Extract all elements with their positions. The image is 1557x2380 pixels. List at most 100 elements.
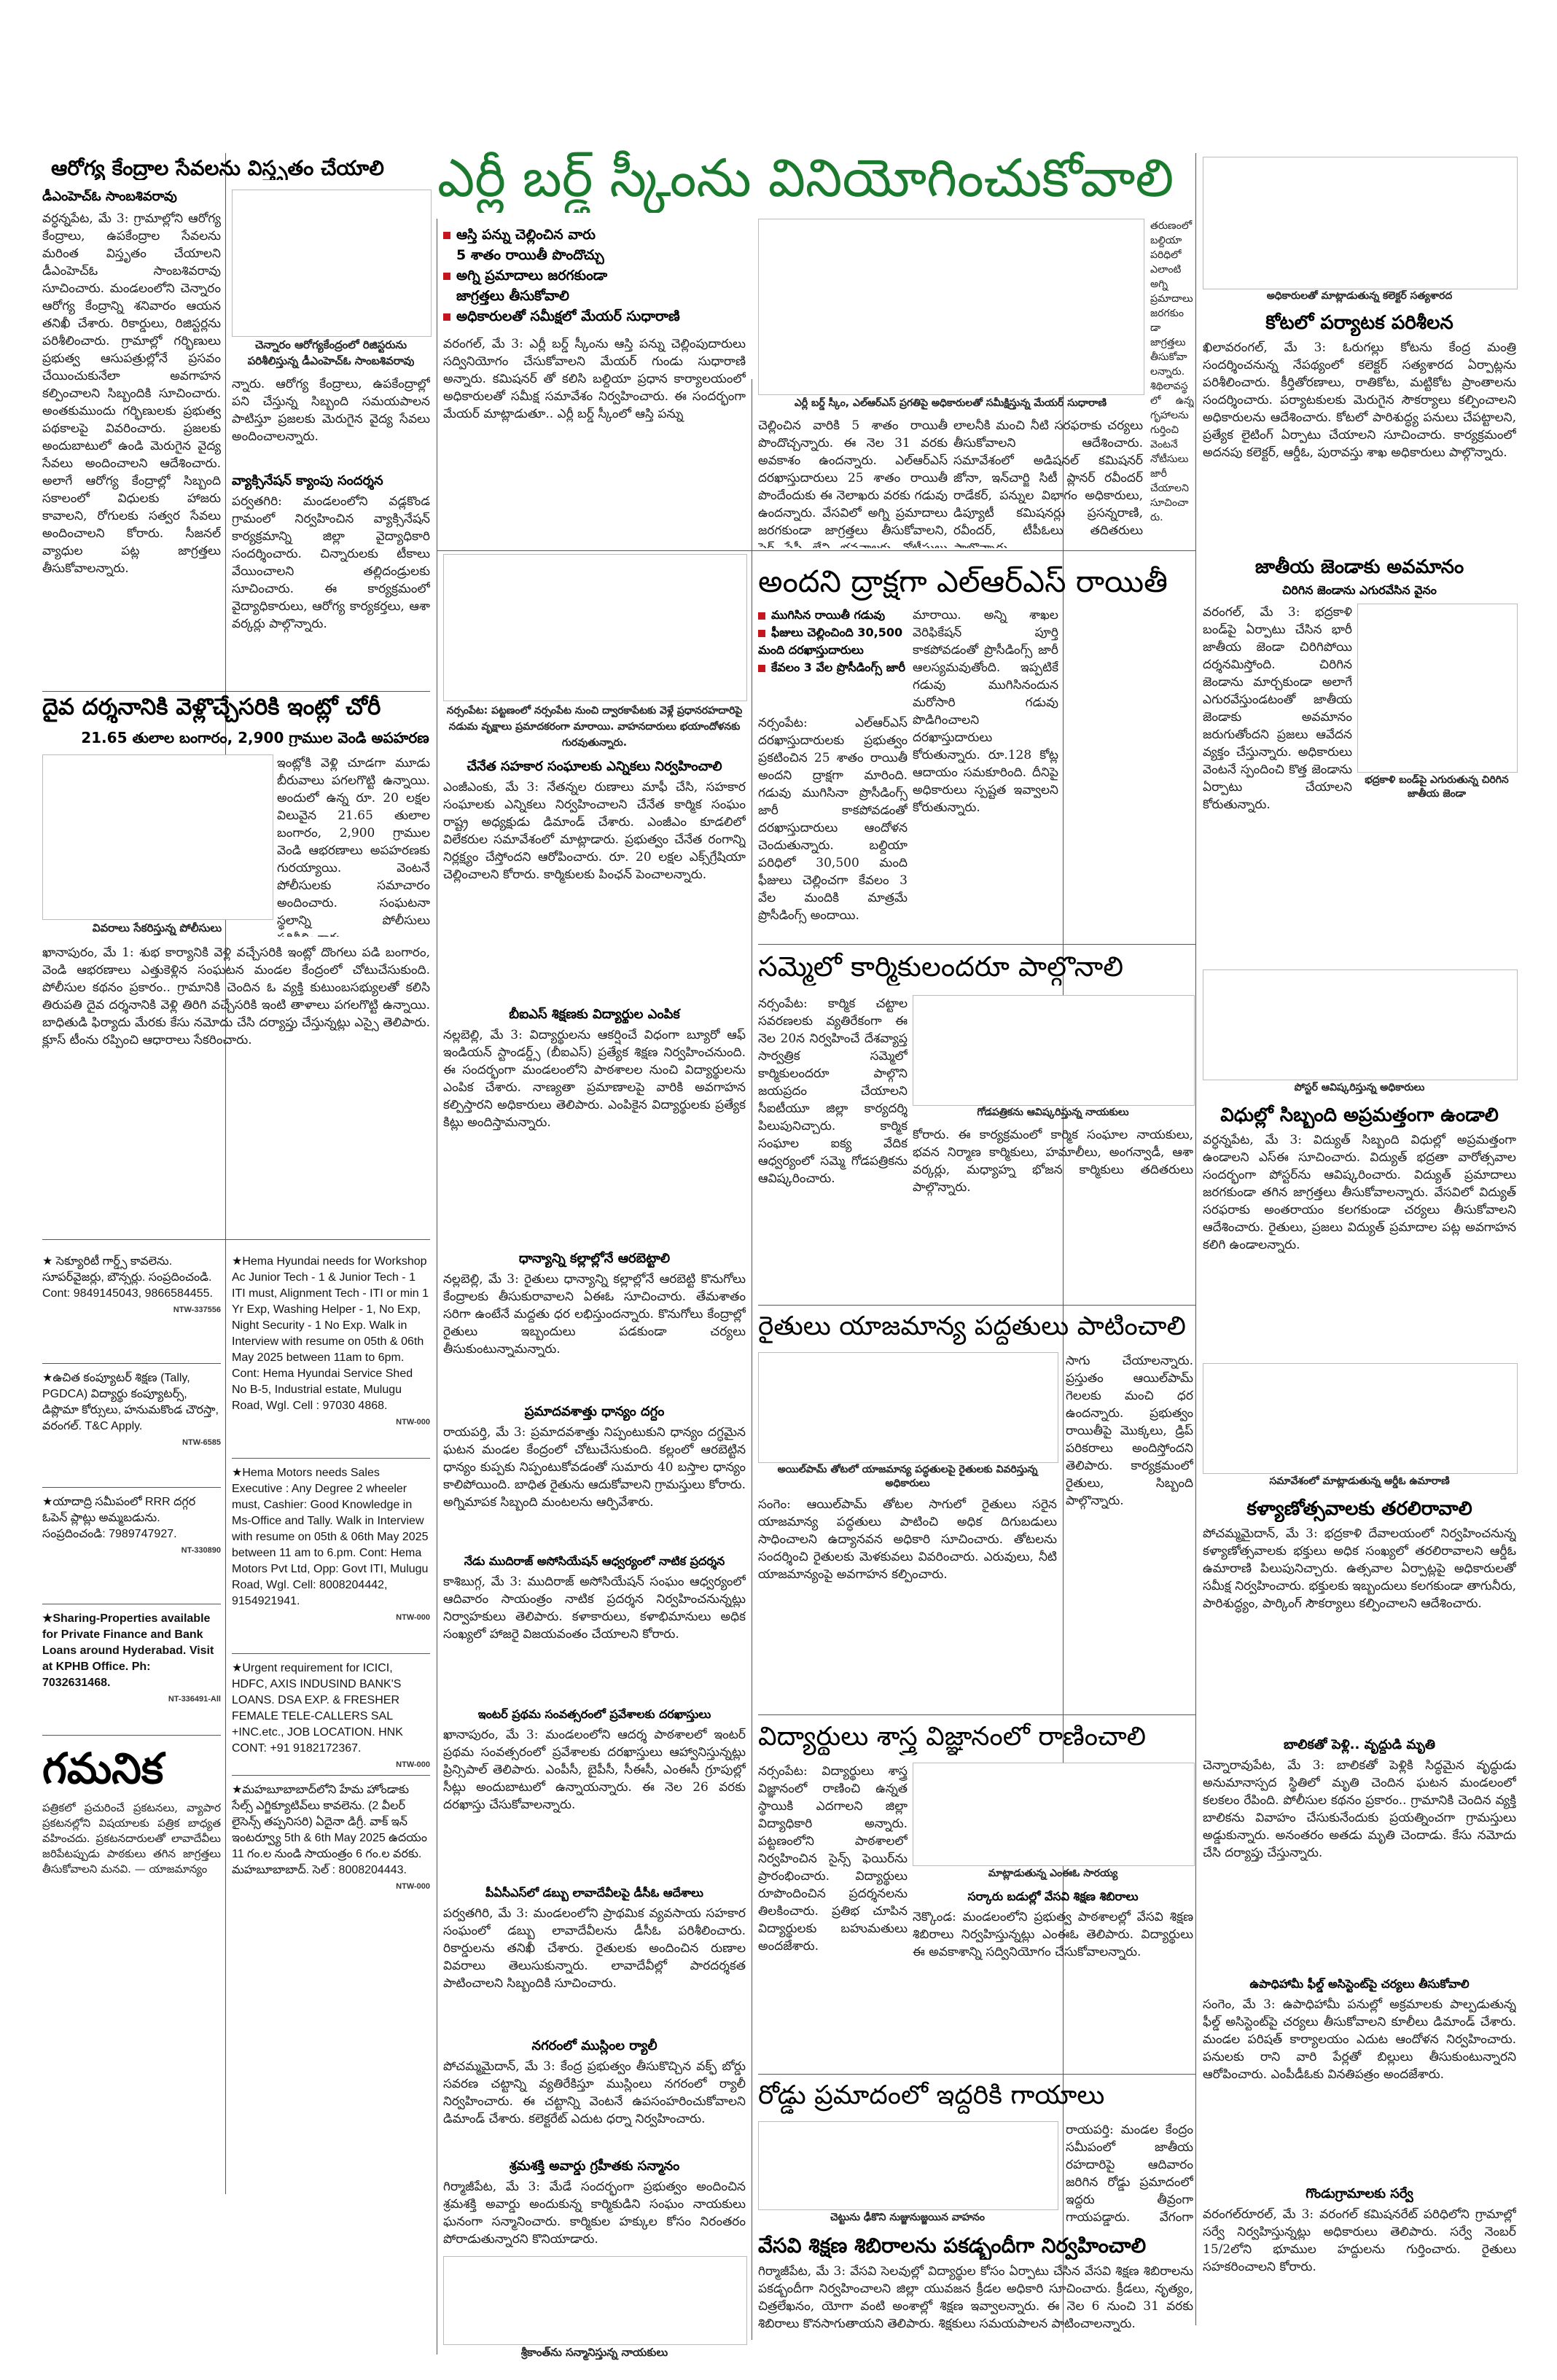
article-body: వరంగల్, మే 3: ఎర్లీ బర్డ్ స్కీంను ఆస్తి … (443, 337, 746, 421)
subhead: ధాన్యాన్ని కల్లాల్లోనే ఆరబెట్టాలి (518, 1251, 671, 1266)
ad-text: ★యాదాద్రి సమీపంలో RRR దగ్గర ఓపెన్ ప్లాట్… (42, 1496, 196, 1540)
article-body: ఇంట్లోకి వెళ్లి చూడగా మూడు బీరువాలు పగలగ… (277, 756, 430, 937)
ad-code: NTW-000 (396, 1882, 430, 1891)
subhead: ఉపాధిహామీ ఫీల్డ్ అసిస్టెంట్‌పై చర్యలు తీ… (1249, 1977, 1470, 1991)
article-body: కోరారు. ఈ కార్యక్రమంలో కార్మిక సంఘాల నాయ… (913, 1128, 1193, 1195)
photo-caption: చెట్టును ఢీకొని నుజ్జునుజ్జయిన వాహనం (830, 2212, 985, 2223)
classified-ad: ★మహబూబాబాద్‌లోని హేమ హోండాకు సేల్స్ ఎగ్జ… (232, 1782, 430, 1928)
headline: ఆరోగ్య కేంద్రాల సేవలను విస్తృతం చేయాలి (51, 157, 384, 180)
article-body: సంగెం, మే 3: ఉపాధిహామీ పనుల్లో అక్రమాలకు… (1203, 1997, 1516, 2082)
photo (913, 995, 1195, 1106)
ad-code: NT-336491-All (168, 1695, 221, 1704)
article-body: కాశిబుగ్గ, మే 3: ముదిరాజ్ అసోసియేషన్ సంఘ… (443, 1575, 746, 1642)
photo (1203, 969, 1518, 1080)
classified-ad: ★Hema Hyundai needs for Workshop Ac Juni… (232, 1254, 430, 1454)
headline: విధుల్లో సిబ్బంది అప్రమత్తంగా ఉండాలి (1220, 1104, 1499, 1126)
article-body: ఖిలావరంగల్, మే 3: ఓరుగల్లు కోటను కేంద్ర … (1203, 340, 1516, 460)
ad-text: ★Hema Hyundai needs for Workshop Ac Juni… (232, 1255, 429, 1412)
headline: వేసవి శిక్షణ శిబిరాలను పకడ్బందీగా నిర్వహ… (758, 2233, 1147, 2258)
classified-ad: ★Sharing-Properties available for Privat… (42, 1611, 221, 1728)
photo-caption: అధికారులతో మాట్లాడుతున్న కలెక్టర్ సత్యశా… (1266, 290, 1453, 302)
classified-ad: ★Urgent requirement for ICICI, HDFC, AXI… (232, 1661, 430, 1768)
photo-caption: పోస్టర్ ఆవిష్కరిస్తున్న అధికారులు (1294, 1082, 1425, 1093)
subhead: చిరిగిన జెండాను ఎగురవేసిన వైనం (1282, 583, 1437, 597)
ad-code: NTW-337556 (173, 1306, 221, 1314)
ad-text: ★Hema Motors needs Sales Executive : Any… (232, 1467, 429, 1607)
photo (758, 219, 1144, 395)
subhead: నేడు ముదిరాజ్ అసోసియేషన్ ఆధ్వర్యంలో నాటి… (464, 1554, 725, 1568)
photo (1203, 1363, 1518, 1474)
article-body: చెల్లించిన వారికి 5 శాతం రాయితీ పొందొచ్చ… (758, 418, 948, 548)
article-body: రాయపర్తి, మే 3: ప్రమాదవశాత్తు నిప్పంటుకు… (443, 1425, 746, 1510)
article-body: సాగు చేయాలన్నారు. ప్రస్తుతం ఆయిల్‌పామ్ గ… (1066, 1354, 1193, 1508)
photo (1357, 604, 1518, 773)
article-body: గిర్మాజీపేట, మే 3: వేసవి సెలవుల్లో విద్య… (758, 2264, 1193, 2331)
ad-code: NTW-6585 (182, 1438, 221, 1447)
photo (1203, 157, 1518, 289)
article-body: పర్వతగిరి: మండలంలోని వడ్లకొండ గ్రామంలో న… (232, 494, 430, 631)
bullet-item: ఆస్తి పన్ను చెల్లించిన వారు (443, 225, 746, 245)
lead-bullets: ఆస్తి పన్ను చెల్లించిన వారు 5 శాతం రాయిత… (443, 225, 746, 327)
article-body: వరంగల్, మే 3: భద్రకాళి బండ్‌పై ఏర్పాటు చ… (1203, 605, 1352, 812)
photo-caption: అయిల్‌పామ్ తోటలో యాజమాన్య పద్ధతులపై రైతు… (777, 1464, 1038, 1489)
photo-caption: సమావేశంలో మాట్లాడుతున్న ఆర్డీఓ ఉమారాణి (1269, 1475, 1450, 1487)
ad-code: NTW-000 (396, 1760, 430, 1768)
subhead: సర్కారు బడుల్లో వేసవి శిక్షణ శిబిరాలు (967, 1889, 1139, 1903)
article-body: న్నారు. ఆరోగ్య కేంద్రాలు, ఉపకేంద్రాల్లో … (232, 377, 430, 444)
article-body: పర్వతగిరి, మే 3: మండలంలోని ప్రాథమిక వ్యవ… (443, 1906, 746, 1991)
bullet-item: 5 శాతం రాయితీ పొందొచ్చు (456, 247, 604, 263)
classified-ad: ★యాదాద్రి సమీపంలో RRR దగ్గర ఓపెన్ ప్లాట్… (42, 1494, 221, 1596)
photo (758, 1352, 1058, 1463)
photo (758, 2121, 1058, 2210)
headline: రైతులు యాజమాన్య పద్ధతులు పాటించాలి (758, 1311, 1186, 1341)
headline: అందని ద్రాక్షగా ఎల్ఆర్ఎస్ రాయితీ (758, 563, 1168, 599)
subhead: వ్యాక్సినేషన్ క్యాంపు సందర్శన (232, 473, 383, 488)
subhead: గొండుగ్రామాలకు సర్వే (1306, 2186, 1413, 2201)
article-body: పోచమ్మమైదాన్, మే 3: కేంద్ర ప్రభుత్వం తీస… (443, 2059, 746, 2126)
byline: డీఎంహెచ్ఓ సాంబశివరావు (42, 189, 177, 204)
article-body: తరుణంలో బల్దియా పరిధిలో ఎలాంటి అగ్ని ప్ర… (1150, 220, 1194, 523)
photo (42, 754, 273, 920)
notice-body: పత్రికలో ప్రచురించే ప్రకటనలు, వ్యాపార ప్… (42, 1801, 221, 1876)
lead-headline: ఎర్లీ బర్డ్ స్కీంను వినియోగించుకోవాలి (437, 147, 1174, 208)
article-body: నర్సంపేట: ఎల్ఆర్ఎస్ దరఖాస్తుదారులకు ప్రభ… (758, 716, 908, 923)
photo (443, 2256, 747, 2345)
headline: కోటలో పర్యాటక పరిశీలన (1265, 312, 1453, 334)
ad-text: ★ఉచిత కంప్యూటర్ శిక్షణ (Tally, PGDCA) వి… (42, 1372, 219, 1432)
ad-text: ★మహబూబాబాద్‌లోని హేమ హోండాకు సేల్స్ ఎగ్జ… (232, 1784, 427, 1876)
subhead: చేనేత సహకార సంఘాలకు ఎన్నికలు నిర్వహించాల… (467, 759, 722, 774)
article-body: గిర్మాజీపేట, మే 3: మేడే సందర్భంగా ప్రభుత… (443, 2180, 746, 2247)
subhead: బీఐఎస్ శిక్షణకు విద్యార్థుల ఎంపిక (509, 1007, 680, 1022)
article-body: ఖానాపురం, మే 1: శుభ కార్యానికి వెళ్లి వచ… (42, 945, 430, 1047)
article-body: వర్ధన్నపేట, మే 3: విద్యుత్ సిబ్బంది విధు… (1203, 1133, 1516, 1252)
ad-text: ★Urgent requirement for ICICI, HDFC, AXI… (232, 1662, 403, 1755)
subhead: 21.65 తులాల బంగారం, 2,900 గ్రాముల వెండి … (81, 729, 429, 746)
article-body: పోచమ్మమైదాన్, మే 3: భద్రకాళి దేవాలయంలో న… (1203, 1526, 1516, 1611)
headline: రోడ్డు ప్రమాదంలో ఇద్దరికి గాయాలు (758, 2080, 1105, 2110)
classified-ad: ★Hema Motors needs Sales Executive : Any… (232, 1465, 430, 1647)
headline: విద్యార్థులు శాస్త్ర విజ్ఞానంలో రాణించాల… (758, 1722, 1147, 1752)
bullet-item: అగ్ని ప్రమాదాలు జరగకుండా (443, 265, 746, 286)
bullet-item: అధికారులతో సమీక్షలో మేయర్ సుధారాణి (443, 306, 746, 327)
article-body: చెన్నారావుపేట, మే 3: బాలికతో పెళ్లికి సి… (1203, 1758, 1516, 1860)
photo-caption: వివరాలు సేకరిస్తున్న పోలీసులు (92, 921, 222, 935)
article-body: లాలనీకి మంచి నీటి సరఫరాకు చర్యలు తీసుకోవ… (953, 418, 1143, 548)
lrs-bullets: ముగిసిన రాయితీ గడువు ఫీజులు చెల్లించింది… (758, 606, 908, 676)
ad-text: ★ సెక్యూరిటీ గార్డ్స్ కావలెను. సూపర్‌వైజ… (42, 1255, 213, 1300)
article-body: నెక్కొండ: మండలంలోని ప్రభుత్వ పాఠశాలల్లో … (913, 1910, 1193, 1959)
bullet-item: జాగ్రత్తలు తీసుకోవాలి (456, 288, 569, 304)
article-body: నల్లబెల్లి, మే 3: విద్యార్థులను ఆకర్షించ… (443, 1028, 746, 1130)
subhead: బాలికతో పెళ్లి.. వృద్ధుడి మృతి (1284, 1737, 1435, 1752)
article-body: నర్సంపేట: కార్మిక చట్టాల సవరణలకు వ్యతిరే… (758, 996, 908, 1186)
headline: దైవ దర్శనానికి వెళ్లొచ్చేసరికి ఇంట్లో చో… (42, 694, 381, 720)
photo-caption: నర్సంపేట: పట్టణంలో నర్సంపేట నుంచి ద్వారక… (446, 705, 743, 749)
photo-caption: మాట్లాడుతున్న ఎంఈఓ సారయ్య (988, 1868, 1118, 1879)
notice-title: గమనిక (42, 1744, 164, 1793)
subhead: నగరంలో ముస్లింల ర్యాలీ (531, 2038, 657, 2053)
article-body: ఖానాపురం, మే 3: మండలంలోని ఆదర్శ పాఠశాలలో… (443, 1728, 746, 1812)
headline: సమ్మెలో కార్మికులందరూ పాల్గొనాలి (758, 951, 1124, 983)
photo-caption: ఎర్లీ బర్డ్ స్కీం, ఎల్ఆర్ఎస్ ప్రగతిపై అధ… (794, 397, 1107, 409)
ad-text: ★Sharing-Properties available for Privat… (42, 1612, 214, 1689)
subhead: శ్రమశక్తి అవార్డు గ్రహీతకు సన్మానం (509, 2158, 680, 2174)
article-body: ఎంజీఎంకు, మే 3: నేతన్నల రుణాలు మాఫీ చేసి… (443, 780, 746, 882)
